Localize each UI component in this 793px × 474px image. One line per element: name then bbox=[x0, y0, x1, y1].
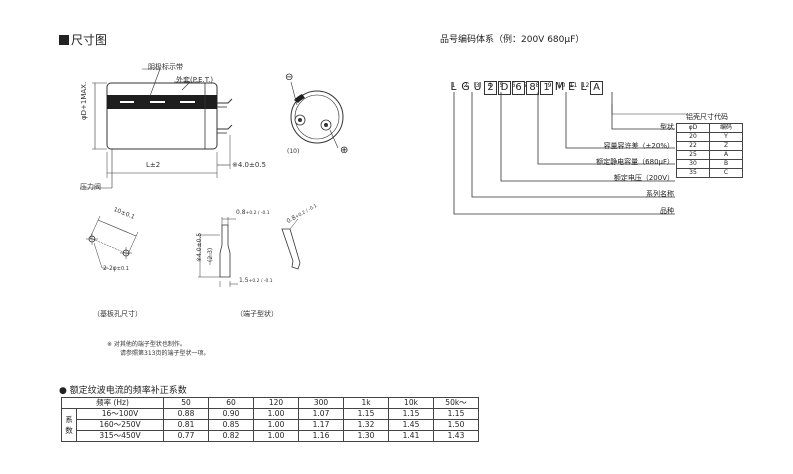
code-position-10: 10 bbox=[557, 82, 566, 89]
hole-label: 2-2φ bbox=[103, 265, 117, 272]
hole-label-block: 2-2φ±0.1 bbox=[103, 265, 129, 272]
code-char-10: E bbox=[568, 80, 575, 93]
pressure-valve-label: 压力阀 bbox=[80, 183, 101, 191]
label-type: 品种 bbox=[660, 207, 674, 215]
row-header-text: 系数 bbox=[65, 415, 73, 435]
code-position-9: 9 bbox=[547, 82, 552, 89]
case-header-code: 编码 bbox=[709, 123, 743, 133]
row-header: 系数 bbox=[61, 408, 77, 442]
table-row: 160～250V 0.81 0.85 1.00 1.17 1.32 1.45 1… bbox=[62, 419, 479, 431]
pitch-label: (10) bbox=[287, 148, 300, 155]
plus-terminal-icon: ⊕ bbox=[340, 145, 349, 156]
label-shape: 型状 bbox=[660, 123, 674, 131]
label-tolerance: 容量容许差（±20%） bbox=[603, 142, 674, 150]
code-system-title: 品号编码体系（例：200V 680μF） bbox=[440, 35, 585, 45]
code-char-6: 6 bbox=[512, 81, 525, 95]
table-row: 系数 16～100V 0.88 0.90 1.00 1.07 1.15 1.15… bbox=[61, 408, 479, 442]
diameter-label: φD+1MAX. bbox=[80, 81, 88, 120]
code-connector-lines bbox=[453, 92, 688, 215]
code-position-5: 5 bbox=[499, 82, 504, 89]
code-char-9: M bbox=[554, 80, 565, 93]
lead-inner-label: (2.3) bbox=[207, 247, 214, 262]
lead-width-label: 0.8 bbox=[236, 209, 246, 216]
caption-terminal-shape: （端子型状） bbox=[236, 310, 278, 318]
code-position-3: 3 bbox=[475, 82, 480, 89]
length-label: L±2 bbox=[146, 161, 161, 169]
code-position-12: 12 bbox=[581, 82, 590, 89]
capacitor-top-view bbox=[290, 81, 344, 149]
label-capacitance: 额定静电容量（680μF） bbox=[596, 158, 674, 166]
code-char-8: 1 bbox=[540, 81, 553, 95]
code-char-5: D bbox=[498, 81, 511, 95]
lead-thick-tol: +0.2 / -0.1 bbox=[248, 279, 273, 284]
dimensions-title-block: 尺寸图 bbox=[59, 31, 107, 48]
code-position-11: 11 bbox=[569, 82, 578, 89]
code-position-7: 7 bbox=[523, 82, 528, 89]
lead-thick-block: 1.5+0.2 / -0.1 bbox=[239, 277, 273, 284]
code-position-6: 6 bbox=[511, 82, 516, 89]
sleeve-band-label: 阴极标示带 bbox=[148, 63, 183, 71]
code-position-8: 8 bbox=[535, 82, 540, 89]
code-char-2: G bbox=[461, 80, 470, 93]
caption-pcb-hole: （基板孔尺寸） bbox=[93, 310, 142, 318]
ripple-table: 频率 (Hz) 50 60 120 300 1k 10k 50k～ 系数 16～… bbox=[61, 397, 479, 442]
square-bullet-icon bbox=[59, 35, 69, 45]
hole-tol: ±0.1 bbox=[116, 266, 129, 272]
note-line-2: 请参照第313页的端子型状一项。 bbox=[120, 350, 210, 357]
code-char-4: 2 bbox=[484, 81, 497, 95]
code-char-7: 8 bbox=[526, 81, 539, 95]
case-header-diameter: φD bbox=[676, 123, 710, 133]
ripple-title-block: ● 额定纹波电流的频率补正系数 bbox=[59, 383, 187, 396]
lead-height-label: ※4.0±0.5 bbox=[196, 232, 203, 262]
code-position-4: 4 bbox=[487, 82, 492, 89]
dimensions-title: 尺寸图 bbox=[71, 33, 108, 47]
code-char-1: L bbox=[450, 80, 457, 93]
table-row: 315～450V 0.77 0.82 1.00 1.16 1.30 1.41 1… bbox=[62, 430, 479, 442]
terminal-shape-drawing bbox=[198, 217, 301, 287]
label-voltage: 额定电压（200V） bbox=[613, 174, 674, 182]
note-line-1: ※ 对其他的端子型状也制作。 bbox=[107, 341, 186, 348]
code-char-3: U bbox=[473, 80, 482, 93]
outer-sleeve-label: 外套(P.E.T.) bbox=[176, 76, 214, 84]
lead-width-tol: +0.2 / -0.1 bbox=[245, 211, 270, 216]
lead-dim-label: ※4.0±0.5 bbox=[232, 161, 266, 169]
code-position-2: 2 bbox=[463, 82, 468, 89]
capacitor-side-view bbox=[80, 68, 233, 189]
code-char-12: A bbox=[590, 81, 603, 95]
lead-width-block: 0.8+0.2 / -0.1 bbox=[236, 209, 270, 216]
code-position-1: 1 bbox=[451, 82, 456, 89]
code-char-11: L bbox=[580, 80, 587, 93]
bullet-icon: ● bbox=[59, 386, 67, 396]
pcb-hole-drawing bbox=[86, 215, 139, 269]
case-table-title: 铝壳尺寸代码 bbox=[686, 113, 728, 121]
ripple-title: 额定纹波电流的频率补正系数 bbox=[69, 386, 187, 396]
lead-thick-label: 1.5 bbox=[239, 277, 249, 284]
freq-header: 频率 (Hz) bbox=[61, 397, 164, 409]
minus-terminal-icon: ⊖ bbox=[285, 72, 294, 83]
label-series: 系列名称 bbox=[646, 190, 674, 198]
